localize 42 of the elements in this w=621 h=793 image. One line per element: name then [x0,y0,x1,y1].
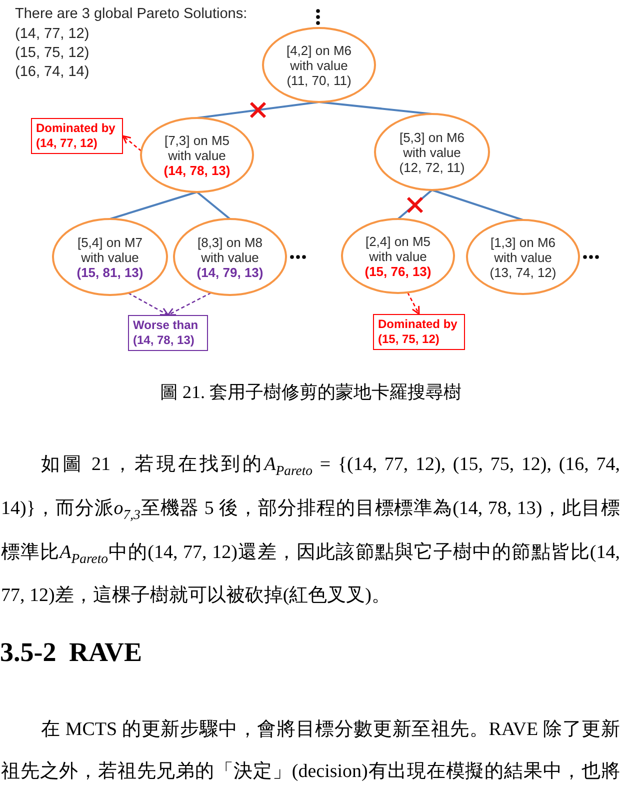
node-label: [1,3] on M6 with value [489,234,557,264]
ellipse-node [262,27,376,103]
node-value: (13, 74, 12) [490,264,556,280]
node-label: [4,2] on M6 with value [285,42,353,72]
solution-tuple: (15, 75, 12) [15,44,90,63]
dashed-arrow [128,292,169,316]
node-label: [5,4] on M7 with value [76,234,144,264]
dashed-arrow [167,292,212,316]
ellipse-node [140,117,254,193]
node-label: [5,3] on M6 with value [398,130,466,160]
note-text: There are 3 global Pareto Solutions: [15,5,248,24]
solution-tuple: (14, 77, 12) [15,25,90,44]
note-box: Worse than (14, 78, 13) [128,315,208,351]
node-value: (15, 81, 13) [76,264,144,280]
ellipse-node [173,218,287,296]
node-value: (14, 79, 13) [196,264,264,280]
connector-line [110,191,198,220]
section-heading: 3.5-2 RAVE [0,636,142,668]
node-value: (14, 78, 13) [164,162,230,178]
ellipse-node [52,218,168,296]
note-box: Dominated by (15, 75, 12) [373,314,465,350]
connector-line [432,189,524,221]
connector-line [397,189,433,220]
dashed-arrow [407,292,420,315]
node-value: (12, 72, 11) [399,160,465,174]
figure-caption: 圖 21. 套用子樹修剪的蒙地卡羅搜尋樹 [160,381,462,403]
dashed-arrow [122,135,142,152]
node-label: [2,4] on M5 with value [364,234,432,264]
solution-tuple: (16, 74, 14) [15,63,90,82]
ellipse-node [341,218,455,294]
ellipse-node [466,219,580,295]
note-box: Dominated by (14, 77, 12) [31,118,123,154]
node-value: (15, 76, 13) [364,264,432,278]
connector-line [318,101,432,115]
node-label: [8,3] on M8 with value [196,234,264,264]
body-paragraph: 如圖 21，若現在找到的A$_{Pareto}$ = {(14, 77, 12), (15, 75, 12), (16, 74, 14)}，而分派o$_{7,3}$至機器 5 後，部分排程的目標標準為(14, 78, 13)，此目標標準比A$_{Pareto}$中的(14, 77, 12)還差，因此該節點與它子樹中的節點皆比(14, 77, 12)差，這棵子樹就可以被砍掉(紅色叉叉)。 [1,453,620,608]
connector-line [196,101,320,119]
ellipse-node [374,113,490,191]
body-paragraph: 在 MCTS 的更新步驟中，會將目標分數更新至祖先。RAVE 除了更新祖先之外，若祖先兄弟的「決定」(decision)有出現在模擬的結果中，也將 [1,718,620,784]
node-value: (11, 70, 11) [286,72,352,88]
node-label: [7,3] on M5 with value [163,132,231,162]
connector-line [196,191,231,220]
